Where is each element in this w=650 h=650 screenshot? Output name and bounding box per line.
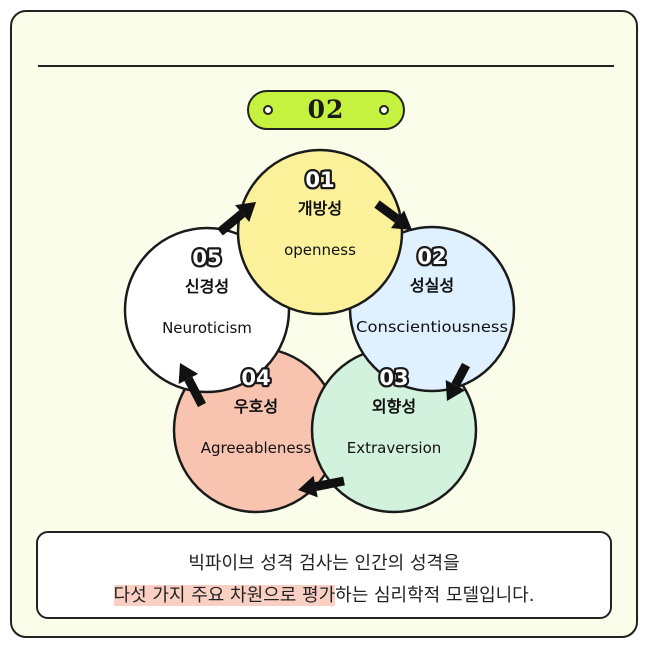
caption-line-2-rest: 하는 심리학적 모델입니다.: [335, 585, 535, 606]
circle-layer: [123, 148, 516, 514]
trait-number-02: 02: [417, 245, 446, 269]
caption-line-1: 빅파이브 성격 검사는 인간의 성격을: [188, 553, 460, 574]
trait-korean-05: 신경성: [185, 277, 229, 296]
arrow-01-to-02: [374, 200, 412, 230]
trait-english-01: openness: [284, 241, 356, 259]
arrow-01-to-02-shaft: [374, 200, 401, 223]
arrow-05-to-01-shaft: [217, 210, 246, 236]
trait-english-02: Conscientiousness: [356, 318, 508, 336]
badge-dot-left: [263, 105, 273, 115]
caption-box: 빅파이브 성격 검사는 인간의 성격을 다섯 가지 주요 차원으로 평가하는 심…: [36, 531, 612, 619]
arrow-04-to-05: [178, 363, 206, 408]
arrow-05-to-01: [217, 202, 256, 236]
arrow-02-to-03: [445, 362, 470, 401]
arrow-04-to-05-head: [178, 363, 199, 385]
trait-number-03: 03: [379, 366, 408, 390]
arrow-04-to-05-shaft: [184, 376, 206, 408]
trait-number-04: 04: [241, 366, 270, 390]
arrow-layer: [178, 200, 470, 498]
trait-number-01: 01: [305, 168, 334, 192]
trait-english-04: Agreeableness: [201, 439, 312, 457]
label-layer: 01 개방성 openness 02 성실성 Conscientiousness 03 외향성…: [162, 166, 508, 457]
trait-english-03: Extraversion: [347, 439, 442, 457]
trait-korean-02: 성실성: [410, 276, 454, 295]
arrow-01-to-02-head: [390, 210, 412, 230]
trait-english-05: Neuroticism: [162, 319, 252, 337]
arrow-03-to-04-shaft: [314, 476, 345, 491]
badge-number: 02: [307, 95, 345, 124]
trait-korean-04: 우호성: [234, 397, 278, 416]
section-badge: 02: [247, 90, 405, 130]
trait-korean-01: 개방성: [298, 199, 342, 218]
arrow-02-to-03-head: [445, 379, 466, 401]
badge-dot-right: [379, 105, 389, 115]
trait-circle-01: [236, 148, 404, 316]
caption-line-2: 다섯 가지 주요 차원으로 평가하는 심리학적 모델입니다.: [38, 581, 610, 607]
trait-number-05: 05: [192, 246, 221, 270]
arrow-03-to-04-head: [298, 475, 318, 498]
divider: [38, 65, 614, 67]
arrow-02-to-03-shaft: [451, 362, 470, 388]
caption-highlight: 다섯 가지 주요 차원으로 평가: [113, 585, 336, 606]
trait-korean-03: 외향성: [372, 397, 416, 416]
arrow-05-to-01-head: [235, 202, 256, 222]
arrow-03-to-04: [298, 475, 345, 498]
